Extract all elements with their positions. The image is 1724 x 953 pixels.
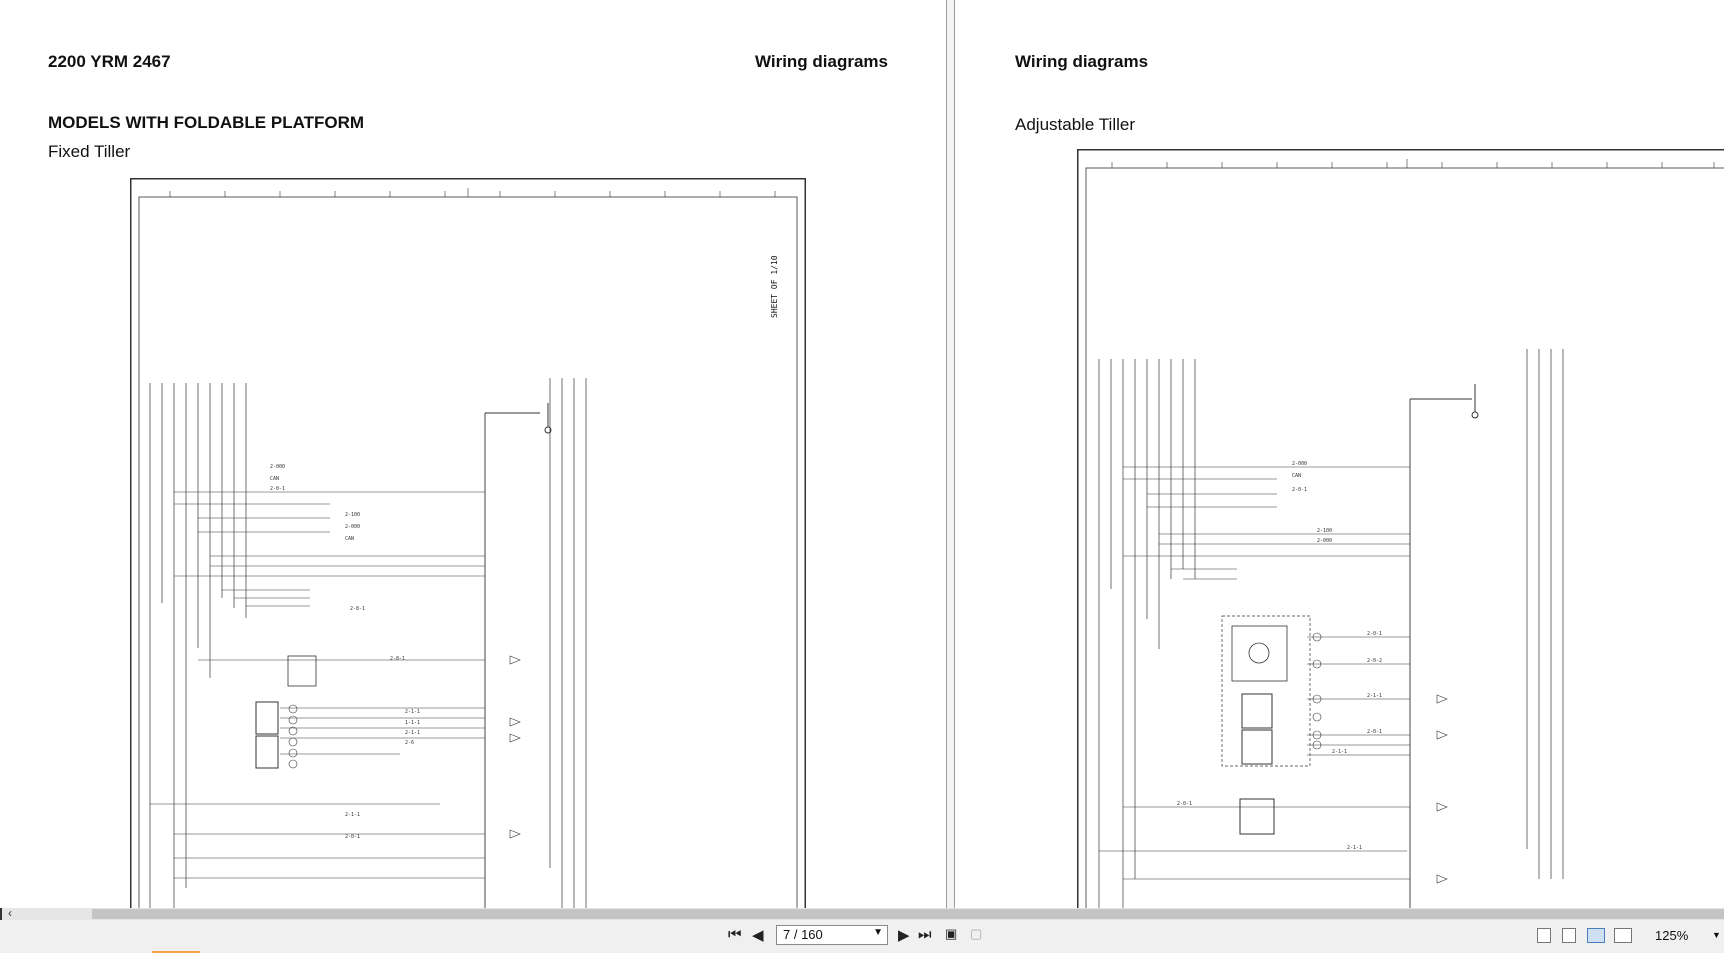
svg-text:2-1-1: 2-1-1: [405, 709, 420, 715]
page-number-value: 7 / 160: [783, 927, 823, 942]
svg-text:2-0-1: 2-0-1: [1177, 801, 1192, 807]
svg-text:2-0-1: 2-0-1: [1367, 729, 1382, 735]
subsection-fixed-tiller: Fixed Tiller: [48, 142, 131, 161]
svg-text:2-000: 2-000: [1292, 461, 1307, 467]
svg-text:CAN: CAN: [270, 476, 279, 482]
svg-text:2-100: 2-100: [1317, 528, 1332, 534]
fit-page-icon[interactable]: ▣: [945, 926, 958, 941]
svg-text:2-6: 2-6: [405, 740, 414, 746]
zoom-dropdown-icon[interactable]: ▼: [1712, 930, 1721, 940]
svg-text:2-1-1: 2-1-1: [1367, 693, 1382, 699]
page-divider: [946, 0, 955, 908]
fit-width-icon[interactable]: ▢: [970, 926, 983, 941]
horizontal-scrollbar[interactable]: ‹: [0, 906, 1724, 920]
right-page: Wiring diagrams Adjustable Tiller: [955, 0, 1724, 908]
svg-text:2-1-1: 2-1-1: [345, 812, 360, 818]
page-number-field[interactable]: 7 / 160 ▼: [776, 925, 888, 945]
sheet-label: SHEET OF 1/10: [770, 255, 779, 318]
scrollbar-thumb[interactable]: [92, 909, 1724, 919]
left-header-title: Wiring diagrams: [754, 52, 888, 71]
two-page-view-icon[interactable]: [1587, 928, 1605, 943]
svg-text:1-1-1: 1-1-1: [405, 720, 420, 726]
svg-text:2-8-1: 2-8-1: [350, 606, 365, 612]
svg-text:2-000: 2-000: [345, 524, 360, 530]
svg-text:2-000: 2-000: [270, 464, 285, 470]
svg-text:2-0-2: 2-0-2: [1367, 658, 1382, 664]
svg-text:2-1-1: 2-1-1: [1332, 749, 1347, 755]
svg-text:2-1-1: 2-1-1: [405, 730, 420, 736]
svg-text:CAN: CAN: [345, 536, 354, 542]
svg-text:2-8-1: 2-8-1: [390, 656, 405, 662]
svg-text:2-1-1: 2-1-1: [1347, 845, 1362, 851]
svg-text:2-000: 2-000: [1317, 538, 1332, 544]
svg-text:2-0-1: 2-0-1: [1367, 631, 1382, 637]
single-page-view-icon[interactable]: [1537, 928, 1551, 943]
subsection-adjustable-tiller: Adjustable Tiller: [1015, 115, 1136, 134]
zoom-level[interactable]: 125%: [1655, 928, 1689, 943]
left-page: 2200 YRM 2467 Wiring diagrams MODELS WIT…: [48, 52, 888, 908]
svg-text:2-0-1: 2-0-1: [270, 486, 285, 492]
svg-text:2-0-1: 2-0-1: [345, 834, 360, 840]
two-page-continuous-view-icon[interactable]: [1614, 928, 1632, 943]
doc-number: 2200 YRM 2467: [48, 52, 171, 71]
svg-text:CAN: CAN: [1292, 473, 1301, 479]
next-page-icon[interactable]: ▶: [898, 927, 910, 944]
svg-text:2-0-1: 2-0-1: [1292, 487, 1307, 493]
right-header-title: Wiring diagrams: [1015, 52, 1149, 71]
wiring-diagram-fixed-tiller: SHEET OF 1/10: [129, 177, 807, 908]
taskbar-highlight: [152, 951, 200, 953]
prev-page-icon[interactable]: ◀: [752, 927, 764, 944]
svg-text:2-100: 2-100: [345, 512, 360, 518]
scroll-left-icon[interactable]: ‹: [8, 906, 12, 920]
status-bar: ‹ ⏮ ◀ 7 / 160 ▼ ▶ ⏭ ▣ ▢ 125% ▼: [0, 906, 1724, 953]
scroll-position-mark: [0, 908, 2, 920]
section-title: MODELS WITH FOLDABLE PLATFORM: [48, 113, 365, 132]
last-page-icon[interactable]: ⏭: [918, 926, 932, 943]
page-dropdown-icon[interactable]: ▼: [873, 927, 883, 938]
first-page-icon[interactable]: ⏮: [728, 926, 742, 943]
continuous-view-icon[interactable]: [1562, 928, 1576, 943]
